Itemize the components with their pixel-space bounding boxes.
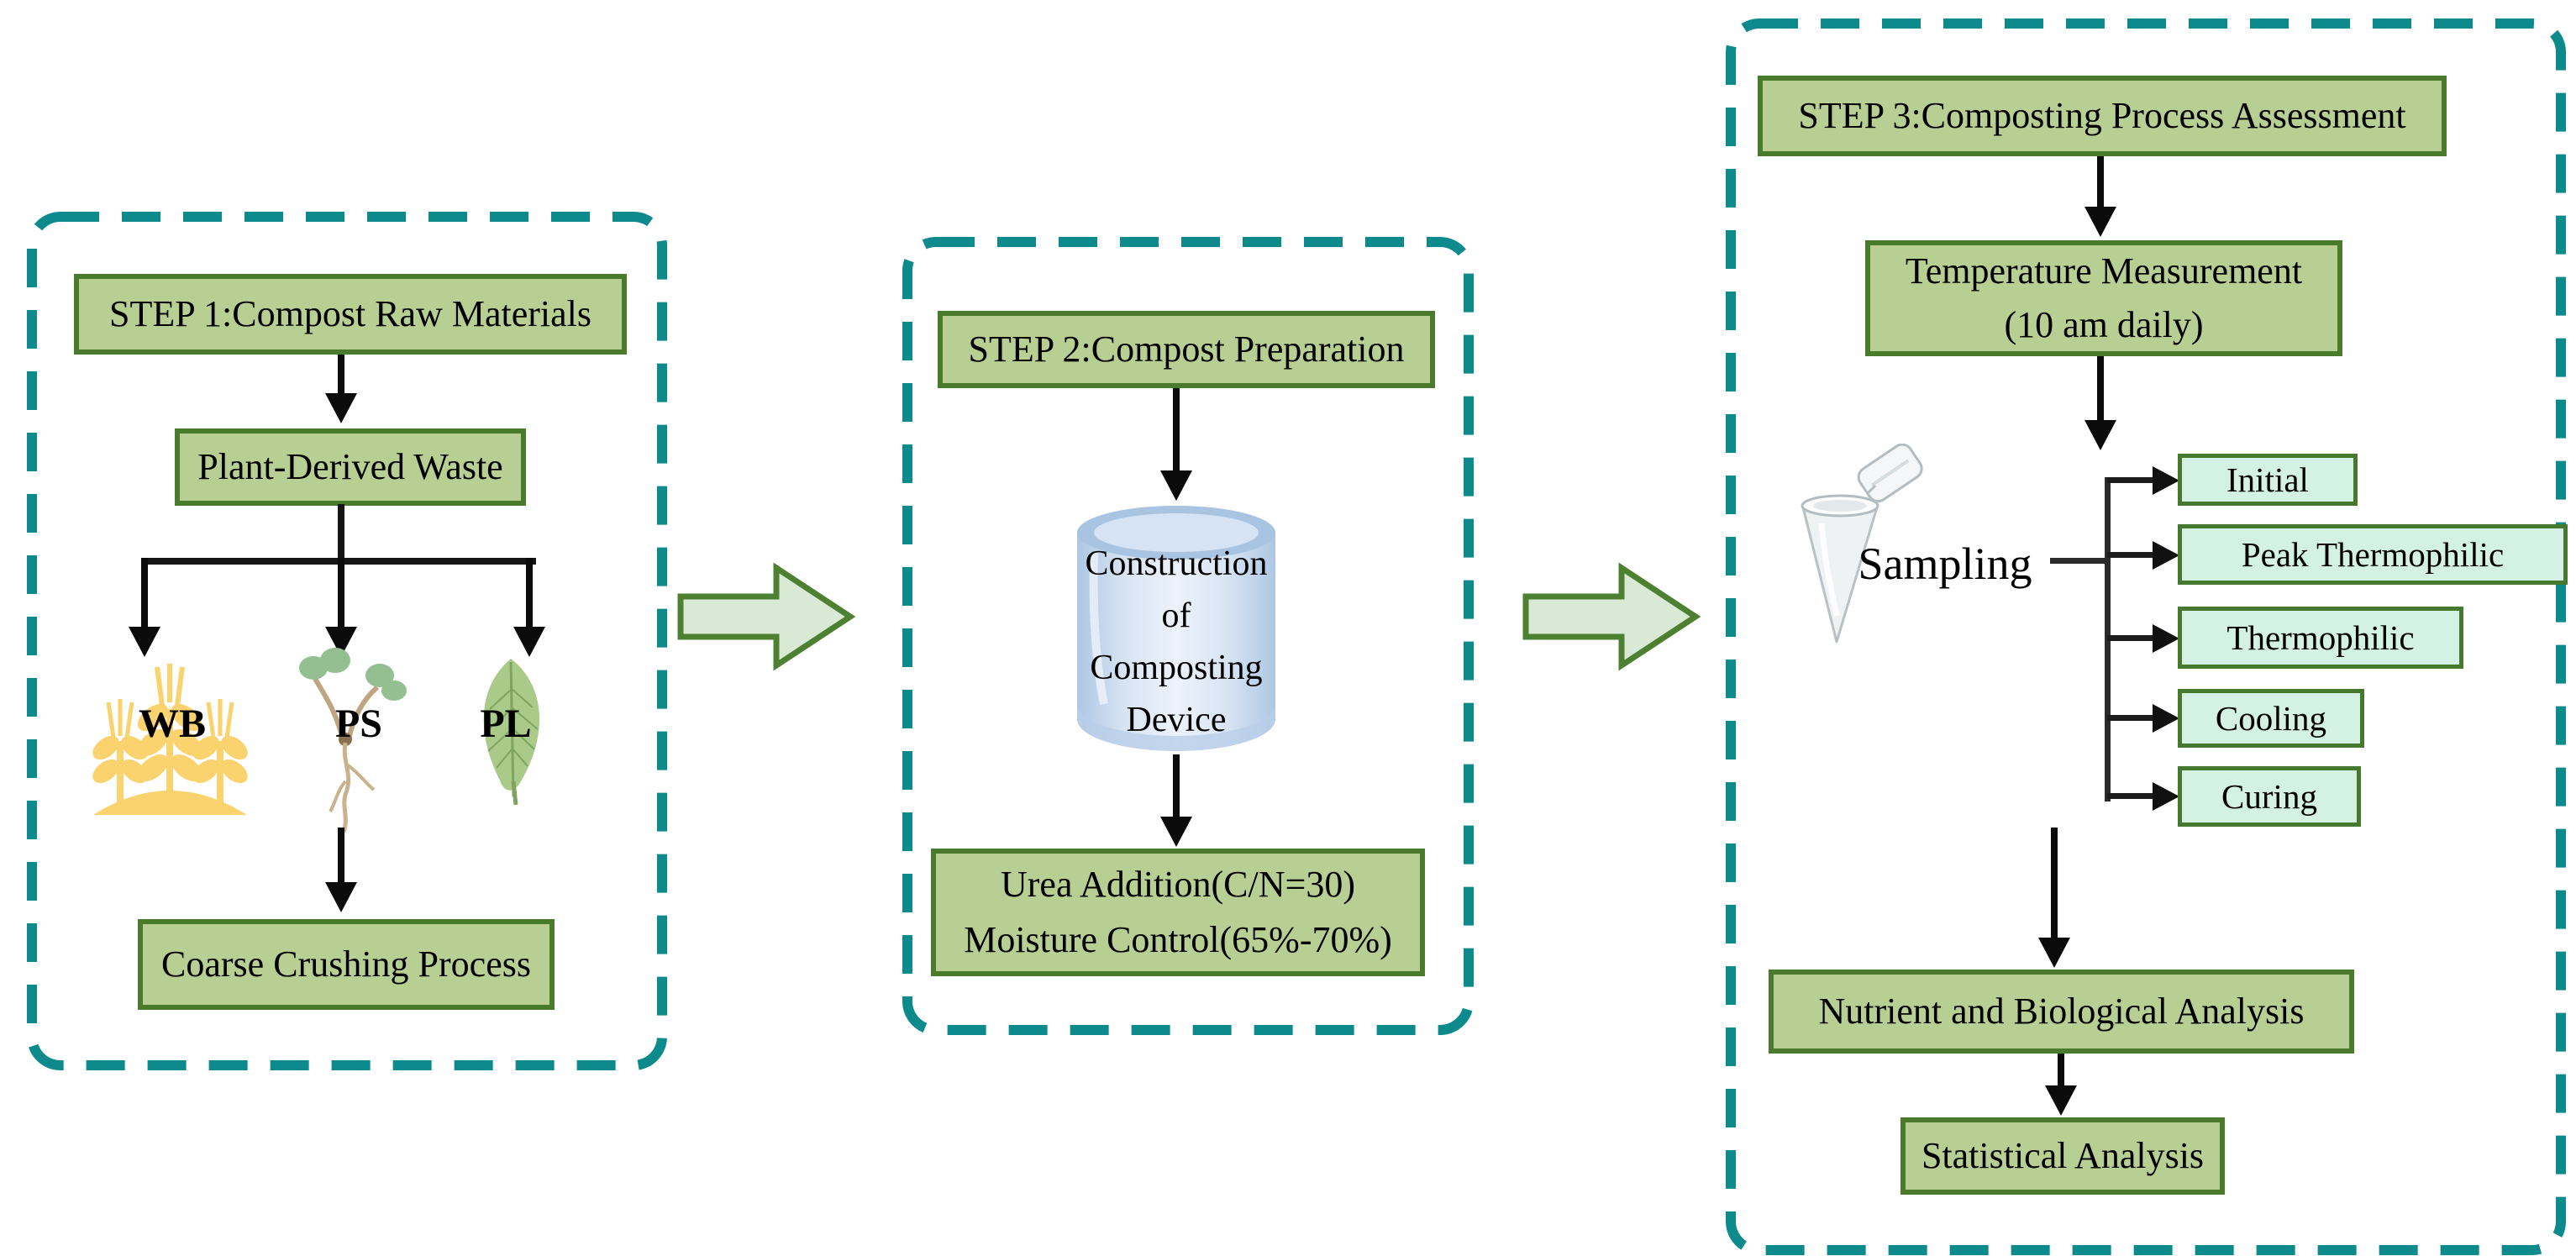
nutrient-analysis-box: Nutrient and Biological Analysis <box>1769 970 2354 1054</box>
stage-cooling: Cooling <box>2215 699 2327 738</box>
temperature-line-2: (10 am daily) <box>2004 304 2204 345</box>
device-line-4: Device <box>1126 701 1227 739</box>
ps-label: PS <box>296 701 422 747</box>
arrow-to-thermophilic <box>2107 635 2153 641</box>
pl-label: PL <box>443 701 569 747</box>
seedling-icon <box>299 648 407 833</box>
stage-box-thermophilic: Thermophilic <box>2178 607 2463 669</box>
step3-title-box: STEP 3:Composting Process Assessment <box>1758 76 2447 156</box>
block-arrow-step2-step3 <box>1522 562 1701 671</box>
stage-thermophilic: Thermophilic <box>2226 618 2415 657</box>
block-arrow-step1-step2 <box>677 562 855 671</box>
arrow-to-wb <box>141 558 148 627</box>
leaf-icon <box>483 659 540 806</box>
stage-box-initial: Initial <box>2178 454 2358 506</box>
urea-addition-line: Urea Addition(C/N=30) <box>1001 864 1355 905</box>
composting-device-text: Construction of Composting Device <box>1060 538 1292 746</box>
step1-title: STEP 1:Compost Raw Materials <box>108 293 592 335</box>
statistical-analysis-label: Statistical Analysis <box>1921 1135 2205 1177</box>
coarse-crushing-box: Coarse Crushing Process <box>138 919 555 1010</box>
arrow-step1-to-plant <box>338 355 344 393</box>
pl-text: PL <box>480 702 532 746</box>
sampling-text: Sampling <box>1858 539 2032 589</box>
stage-box-curing: Curing <box>2178 766 2361 827</box>
step2-panel-border <box>902 237 1474 1035</box>
arrow-to-ps <box>338 558 344 627</box>
wb-text: WB <box>138 702 206 746</box>
temperature-box: Temperature Measurement (10 am daily) <box>1865 240 2342 356</box>
sampling-connector <box>2050 558 2111 564</box>
ps-text: PS <box>334 702 382 746</box>
stage-box-peak-thermophilic: Peak Thermophilic <box>2178 524 2568 585</box>
stage-curing: Curing <box>2221 777 2317 816</box>
arrow-nutrient-to-statistical <box>2058 1054 2064 1085</box>
moisture-control-line: Moisture Control(65%-70%) <box>964 919 1392 960</box>
coarse-crushing-label: Coarse Crushing Process <box>161 943 531 985</box>
composting-device-cylinder <box>1077 506 1275 751</box>
step1-title-box: STEP 1:Compost Raw Materials <box>74 274 627 355</box>
arrow-step2-to-device <box>1173 388 1180 470</box>
sampling-label: Sampling <box>1840 538 2050 590</box>
arrow-to-peak <box>2107 552 2153 558</box>
step3-title: STEP 3:Composting Process Assessment <box>1798 95 2406 137</box>
device-line-1: Construction <box>1085 544 1268 583</box>
arrow-to-pl <box>526 558 533 627</box>
temperature-line-1: Temperature Measurement <box>1905 250 2303 292</box>
arrow-to-cooling <box>2107 715 2153 721</box>
arrow-device-to-urea <box>1173 754 1180 817</box>
sample-tube-icon <box>1801 444 1923 644</box>
arrow-temperature-to-sampling <box>2097 356 2104 420</box>
stage-box-cooling: Cooling <box>2178 689 2364 748</box>
plant-derived-waste-label: Plant-Derived Waste <box>197 446 503 488</box>
step2-title: STEP 2:Compost Preparation <box>968 328 1405 370</box>
urea-moisture-box: Urea Addition(C/N=30) Moisture Control(6… <box>931 849 1425 976</box>
step2-title-box: STEP 2:Compost Preparation <box>938 311 1435 388</box>
wheat-icon <box>92 664 248 815</box>
step1-panel-border <box>27 212 667 1070</box>
arrow-to-initial <box>2107 477 2153 483</box>
step3-panel-border <box>1726 18 2566 1255</box>
branch-stem <box>338 504 344 563</box>
arrow-ps-to-coarse <box>338 828 344 882</box>
device-line-2: of <box>1161 596 1191 635</box>
plant-derived-waste-box: Plant-Derived Waste <box>175 428 526 506</box>
stage-peak-thermophilic: Peak Thermophilic <box>2241 535 2505 574</box>
device-line-3: Composting <box>1090 649 1263 687</box>
arrow-sampling-to-nutrient <box>2051 828 2058 938</box>
arrow-to-curing <box>2107 793 2153 799</box>
statistical-analysis-box: Statistical Analysis <box>1900 1117 2225 1195</box>
wb-label: WB <box>109 701 235 747</box>
stage-initial: Initial <box>2226 460 2309 499</box>
arrow-step3-to-temperature <box>2097 156 2104 207</box>
nutrient-analysis-label: Nutrient and Biological Analysis <box>1818 991 2305 1033</box>
